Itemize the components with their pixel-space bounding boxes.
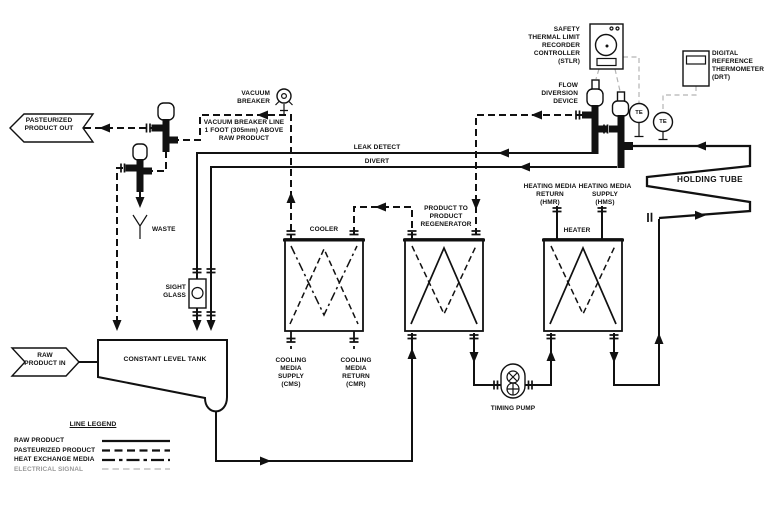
waste-drain-icon (132, 214, 148, 239)
legend-item-raw-product: RAW PRODUCT (14, 437, 65, 444)
leak-detect-line (196, 152, 592, 327)
label-heating-media-return: HEATING MEDIA RETURN (HMR) (523, 183, 577, 206)
heater-exchanger (542, 238, 624, 332)
label-flow-diversion-device: FLOW DIVERSION DEVICE (541, 82, 578, 105)
divert-line (210, 166, 617, 327)
label-pasteurized-product-out: PASTEURIZED PRODUCT OUT (24, 117, 74, 132)
legend-line-samples (102, 439, 170, 470)
cooler-exchanger (283, 238, 365, 332)
stlr-recorder-device (589, 23, 624, 70)
label-vacuum-breaker-line: VACUUM BREAKER LINE 1 FOOT (305mm) ABOVE… (203, 119, 285, 142)
drt-thermometer-device (682, 50, 710, 87)
raw-product-in-banner (10, 347, 80, 377)
pasteurized-product-out-banner (9, 113, 95, 143)
flow-diversion-valve-1 (582, 79, 607, 154)
divert-valve-b (125, 143, 152, 192)
label-sight-glass: SIGHT GLASS (163, 284, 186, 299)
label-cooler: COOLER (309, 226, 339, 233)
label-heater: HEATER (563, 227, 591, 234)
label-divert: DIVERT (364, 158, 390, 165)
label-cooling-media-return: COOLING MEDIA RETURN (CMR) (340, 357, 372, 388)
label-timing-pump: TIMING PUMP (490, 405, 536, 412)
label-stlr: SAFETY THERMAL LIMIT RECORDER CONTROLLER… (528, 26, 580, 65)
legend-title: LINE LEGEND (69, 421, 117, 428)
label-cooling-media-supply: COOLING MEDIA SUPPLY (CMS) (275, 357, 307, 388)
label-waste: WASTE (152, 226, 176, 233)
label-regenerator: PRODUCT TO PRODUCT REGENERATOR (420, 205, 472, 228)
te-sensor-2 (652, 111, 674, 141)
label-heating-media-supply: HEATING MEDIA SUPPLY (HMS) (578, 183, 632, 206)
sight-glass-icon (188, 278, 207, 309)
label-leak-detect: LEAK DETECT (353, 144, 401, 151)
flow-diversion-valve-2 (609, 91, 633, 168)
label-raw-product-in: RAW PRODUCT IN (24, 352, 66, 367)
heat-exchange-media-lines (290, 331, 355, 350)
holding-tube (630, 144, 752, 220)
constant-level-tank (97, 339, 228, 413)
pipe-union-ticks (120, 110, 653, 390)
label-te-1: TE (635, 110, 643, 116)
electrical-signal-lines (595, 56, 697, 112)
legend-item-heat-exchange-media: HEAT EXCHANGE MEDIA (14, 456, 95, 463)
label-vacuum-breaker: VACUUM BREAKER (237, 90, 270, 105)
label-drt: DIGITAL REFERENCE THERMOMETER (DRT) (712, 50, 765, 81)
flow-arrows (99, 110, 706, 466)
te-sensor-1 (628, 102, 650, 138)
label-constant-level-tank: CONSTANT LEVEL TANK (123, 356, 207, 363)
timing-pump-icon (500, 363, 526, 399)
label-holding-tube: HOLDING TUBE (677, 175, 743, 184)
legend-item-electrical-signal: ELECTRICAL SIGNAL (14, 465, 84, 473)
regenerator-exchanger (403, 238, 485, 332)
legend-item-pasteurized-product: PASTEURIZED PRODUCT (14, 446, 96, 454)
label-te-2: TE (659, 119, 667, 125)
vacuum-breaker-icon (275, 88, 293, 115)
divert-valve-a (151, 102, 178, 152)
